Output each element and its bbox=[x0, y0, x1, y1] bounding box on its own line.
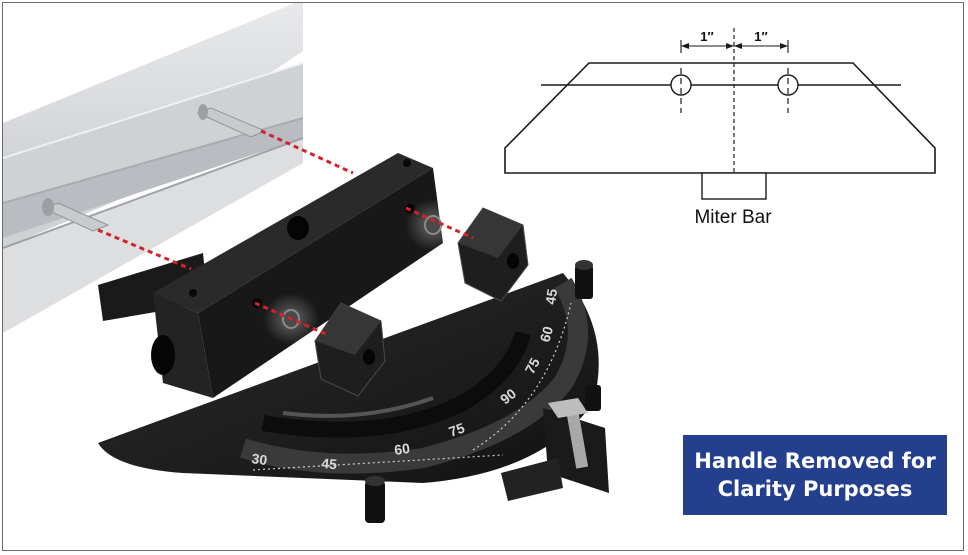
aluminum-fence bbox=[3, 3, 304, 333]
callout-line-1: Handle Removed for bbox=[694, 449, 936, 473]
scale-label-45-right: 45 bbox=[542, 288, 560, 306]
miter-gauge-illustration: 30 45 60 75 90 75 60 45 bbox=[3, 3, 936, 523]
miter-bar-profile bbox=[701, 172, 767, 200]
knob-right bbox=[575, 260, 593, 299]
stop-rod-assembly bbox=[501, 398, 609, 501]
fence-bolt-right bbox=[196, 104, 267, 138]
miter-bar-label: Miter Bar bbox=[694, 207, 772, 228]
scale-label-45: 45 bbox=[321, 455, 338, 472]
clarity-callout-box: Handle Removed for Clarity Purposes bbox=[683, 435, 947, 515]
callout-line-2: Clarity Purposes bbox=[717, 477, 913, 501]
protractor-scale: 30 45 60 75 90 75 60 45 bbox=[251, 288, 561, 473]
guide-line-lower-head bbox=[254, 301, 329, 337]
scale-label-75-right: 75 bbox=[522, 355, 544, 376]
scale-label-30: 30 bbox=[251, 450, 269, 468]
dimension-label-left: 1″ bbox=[700, 29, 713, 44]
knob-bottom bbox=[365, 476, 385, 523]
t-nut-left bbox=[314, 302, 386, 397]
miter-head-block bbox=[151, 153, 443, 398]
guide-line-upper-fence bbox=[260, 129, 354, 175]
guide-line-upper-head bbox=[405, 206, 474, 240]
miter-bar-inset-drawing bbox=[504, 28, 936, 200]
scale-label-60-right: 60 bbox=[537, 324, 557, 344]
t-nut-right bbox=[457, 207, 529, 302]
guide-line-lower-fence bbox=[97, 228, 192, 271]
scale-label-75: 75 bbox=[447, 419, 467, 439]
fence-bolt-left bbox=[41, 198, 110, 232]
fence-profile-outline bbox=[504, 62, 936, 174]
scale-label-60: 60 bbox=[393, 440, 411, 458]
knob-lower-right bbox=[585, 385, 601, 411]
bolt-hole-left bbox=[670, 74, 692, 96]
scale-ticks bbox=[252, 302, 572, 471]
alignment-guides bbox=[97, 129, 474, 337]
dimension-label-right: 1″ bbox=[754, 29, 767, 44]
bolt-hole-right bbox=[777, 74, 799, 96]
